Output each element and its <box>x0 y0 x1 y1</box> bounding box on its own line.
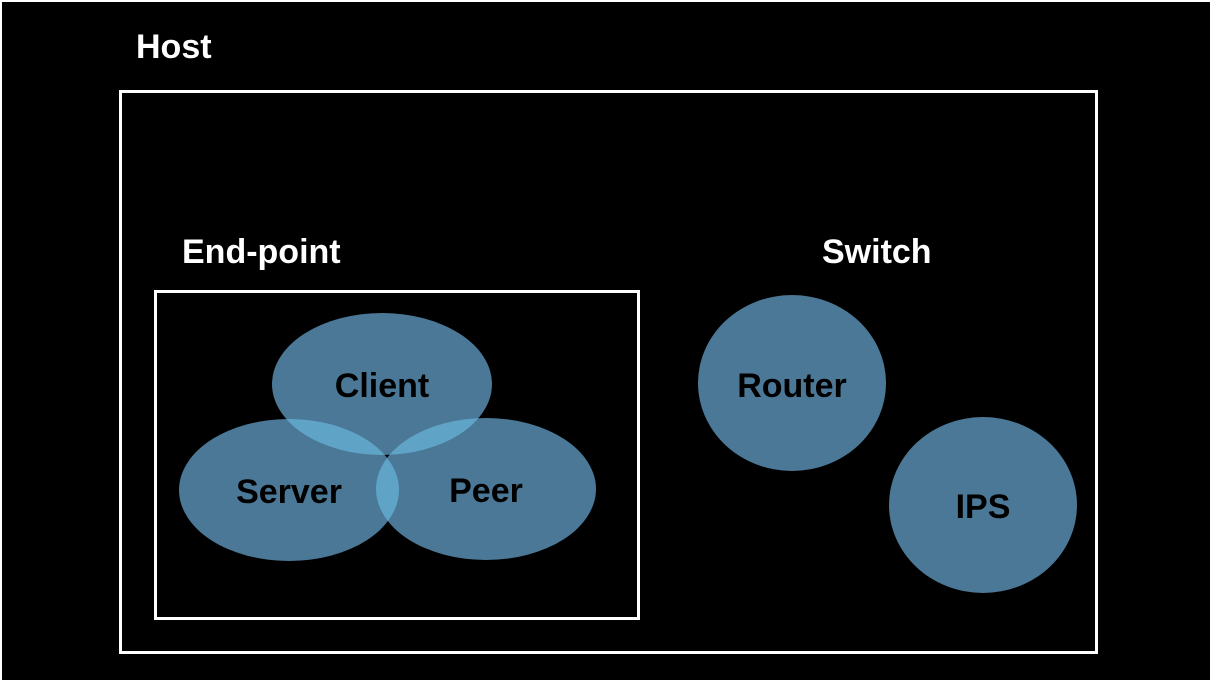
client-label: Client <box>335 367 429 405</box>
router-ellipse <box>698 295 886 471</box>
router-label: Router <box>737 367 847 405</box>
client-ellipse <box>272 313 492 455</box>
host-label: Host <box>136 28 212 66</box>
server-label: Server <box>236 473 342 511</box>
ips-label: IPS <box>956 488 1011 526</box>
server-ellipse <box>179 419 399 561</box>
host-box <box>119 90 1098 654</box>
peer-ellipse <box>376 418 596 560</box>
switch-label: Switch <box>822 233 932 271</box>
ips-ellipse <box>889 417 1077 593</box>
peer-label: Peer <box>449 472 523 510</box>
endpoint-label: End-point <box>182 233 341 271</box>
endpoint-box <box>154 290 640 620</box>
